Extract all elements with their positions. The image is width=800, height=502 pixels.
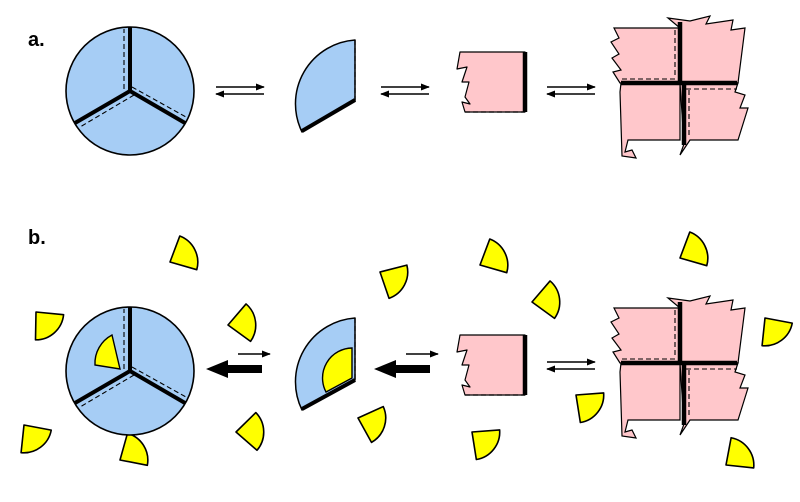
ligand-wedge [13, 417, 57, 456]
square-subunit-b [457, 335, 525, 395]
square-tetramer-b [610, 295, 749, 439]
ligand-wedge [462, 418, 509, 462]
ligand-wedge [528, 277, 567, 320]
ligand-wedge [167, 233, 200, 273]
equilibrium-arrow-a2 [380, 83, 430, 98]
equilibrium-arrow-a3 [546, 83, 596, 98]
ligand-wedge [231, 407, 272, 452]
equilibrium-arrow-b2 [374, 350, 439, 378]
panel-a-label: a. [28, 29, 45, 51]
monomer-sector-b [294, 317, 356, 411]
square-subunit-a [457, 52, 525, 112]
ligand-wedge [371, 255, 418, 301]
trimer-circle-b [64, 305, 196, 437]
bound-ligand [321, 347, 353, 393]
equilibrium-arrow-a1 [215, 83, 265, 98]
ligand-wedge [754, 310, 798, 349]
monomer-sector-a [294, 39, 357, 133]
ligand-wedge [677, 229, 710, 269]
panel-b-label: b. [28, 227, 46, 249]
ligand-wedge [477, 236, 510, 276]
bound-ligand [94, 333, 121, 370]
ligand-wedge [224, 300, 263, 343]
ligand-wedge [566, 381, 613, 425]
equilibrium-arrow-b3 [546, 358, 596, 373]
ligand-wedge [718, 432, 757, 476]
ligand-wedge [25, 302, 70, 343]
ligand-wedge [350, 398, 397, 445]
square-tetramer-a [610, 15, 749, 159]
trimer-circle-a [64, 25, 196, 157]
equilibrium-arrow-b1 [206, 350, 271, 378]
ligand-wedge [114, 429, 150, 471]
